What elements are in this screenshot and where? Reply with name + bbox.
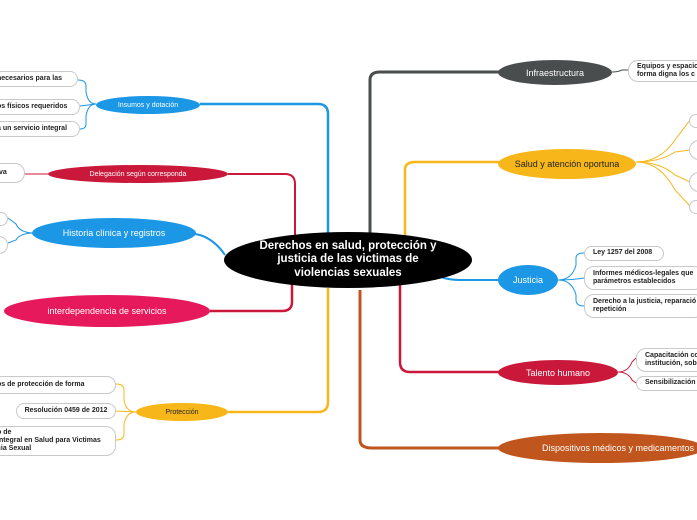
insumos-leaf-1[interactable]: necesarios para las (0, 71, 78, 87)
delegacion-leaf-1[interactable]: iva (0, 163, 25, 183)
topic-interdependencia[interactable]: interdependencia de servicios (4, 295, 210, 327)
talento-leaf-capacitacion[interactable]: Capacitación co institución, sob (636, 348, 697, 372)
central-topic-line-2: justicia de las victimas de (277, 253, 419, 266)
topic-insumos-label: Insumos y dotación (117, 101, 179, 109)
leaf-line: Capacitación co (645, 351, 697, 359)
topic-salud[interactable]: Salud y atención oportuna (498, 149, 636, 179)
justicia-leaf-informes[interactable]: Informes médicos-legales que parámetros … (584, 266, 697, 290)
topic-proteccion-label: Protección (165, 408, 199, 416)
topic-proteccion[interactable]: Protección (136, 403, 228, 421)
topic-dispositivos-label: Dispositivos médicos y medicamentos (542, 443, 695, 453)
leaf-line: Sensibilización t (645, 379, 697, 387)
leaf-line: Informes médicos-legales que (593, 269, 694, 277)
insumos-leaf-3[interactable]: a un servicio integral (0, 121, 80, 137)
proteccion-leaf-3[interactable]: o de Integral en Salud para Victimas cia… (0, 426, 116, 456)
infraestructura-leaf[interactable]: Equipos y espacio forma digna los c (628, 60, 697, 82)
topic-infraestructura-label: Infraestructura (525, 67, 585, 78)
leaf-line: iva (0, 168, 7, 176)
topic-justicia-label: Justicia (512, 275, 543, 285)
leaf-line: a un servicio integral (0, 124, 68, 132)
topic-interdependencia-label: interdependencia de servicios (47, 306, 167, 316)
leaf-line: o de (0, 428, 12, 436)
topic-justicia[interactable]: Justicia (498, 265, 558, 295)
talento-leaf-sensibilizacion[interactable]: Sensibilización t (636, 376, 697, 391)
topic-salud-label: Salud y atención oportuna (514, 159, 620, 169)
leaf-line: parámetros establecidos (593, 278, 676, 285)
insumos-leaf-2[interactable]: os físicos requeridos (0, 99, 80, 115)
leaf-line: necesarios para las (0, 74, 62, 82)
justicia-leaf-ley-1257[interactable]: Ley 1257 del 2008 (584, 246, 664, 261)
justicia-leaf-derecho[interactable]: Derecho a la justicia, reparació repetic… (584, 294, 697, 318)
proteccion-leaf-1[interactable]: os de protección de forma (0, 376, 116, 394)
central-topic[interactable]: Derechos en salud, protección y justicia… (224, 232, 472, 288)
salud-leaf-4[interactable] (689, 200, 697, 214)
leaf-line: institución, sob (645, 360, 697, 367)
central-topic-line-3: violencias sexuales (294, 266, 402, 279)
leaf-line: forma digna los c (637, 71, 695, 78)
leaf-line: Equipos y espacio (637, 62, 697, 70)
leaf-line: cia Sexual (0, 445, 32, 453)
leaf-line: Derecho a la justicia, reparació (593, 297, 697, 305)
topic-historia[interactable]: Historia clínica y registros (32, 218, 196, 248)
leaf-line: Integral en Salud para Victimas (0, 436, 101, 444)
topic-delegacion-label: Delegación según corresponda (89, 170, 187, 178)
salud-leaf-1[interactable] (689, 114, 697, 128)
topic-infraestructura[interactable]: Infraestructura (498, 60, 612, 85)
leaf-line: os físicos requeridos (0, 102, 68, 110)
topic-dispositivos[interactable]: Dispositivos médicos y medicamentos (498, 433, 697, 463)
topic-talento[interactable]: Talento humano (498, 360, 618, 385)
topic-historia-label: Historia clínica y registros (62, 228, 166, 238)
proteccion-leaf-resolucion[interactable]: Resolución 0459 de 2012 (16, 403, 116, 419)
topic-talento-label: Talento humano (525, 367, 591, 378)
topic-insumos[interactable]: Insumos y dotación (96, 96, 200, 114)
leaf-line: Ley 1257 del 2008 (593, 249, 653, 257)
central-topic-line-1: Derechos en salud, protección y (259, 240, 437, 253)
leaf-line: repetición (593, 306, 627, 313)
leaf-line: Resolución 0459 de 2012 (24, 406, 108, 414)
topic-delegacion[interactable]: Delegación según corresponda (48, 165, 228, 183)
leaf-line: os de protección de forma (0, 380, 85, 388)
